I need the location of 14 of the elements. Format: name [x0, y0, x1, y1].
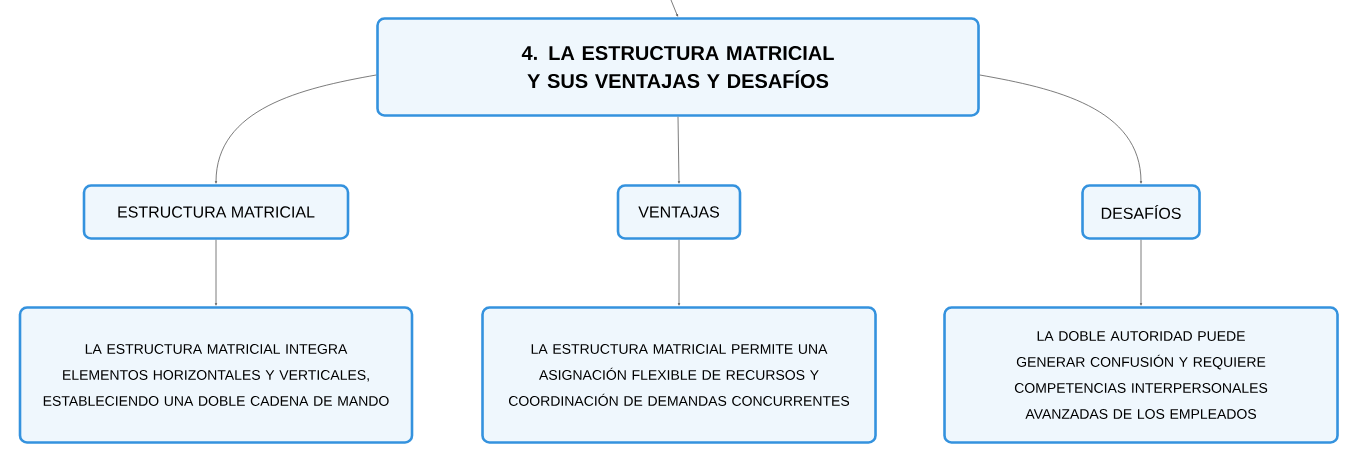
description-box: LA DOBLE AUTORIDAD PUEDE GENERAR CONFUSIÓN Y REQUIERE COMPETENCIAS INTERPERSONALES AVANZADAS DE LOS EMPLEADOS: [943, 306, 1339, 444]
connector-arrow: [677, 239, 681, 306]
connector-arrow: [979, 74, 1143, 184]
subtopic-box: VENTAJAS: [616, 184, 742, 240]
subtopic-box: ESTRUCTURA MATRICIAL: [82, 184, 350, 240]
connector-arrow: [214, 239, 218, 306]
connector-arrow: [670, 0, 678, 17]
connector-arrow: [677, 116, 681, 184]
subtopic-box: DESAFÍOS: [1081, 184, 1201, 240]
description-box: LA ESTRUCTURA MATRICIAL INTEGRA ELEMENTOS HORIZONTALES Y VERTICALES, ESTABLECIENDO UNA DOBLE CADENA DE MANDO: [18, 306, 414, 444]
connector-arrow: [1139, 239, 1143, 306]
connector-arrow: [214, 74, 377, 184]
main-topic-box: 4. LA ESTRUCTURA MATRICIAL Y SUS VENTAJAS Y DESAFÍOS: [376, 17, 980, 117]
description-box: LA ESTRUCTURA MATRICIAL PERMITE UNA ASIGNACIÓN FLEXIBLE DE RECURSOS Y COORDINACIÓN DE DEMANDAS CONCURRENTES: [481, 306, 877, 444]
